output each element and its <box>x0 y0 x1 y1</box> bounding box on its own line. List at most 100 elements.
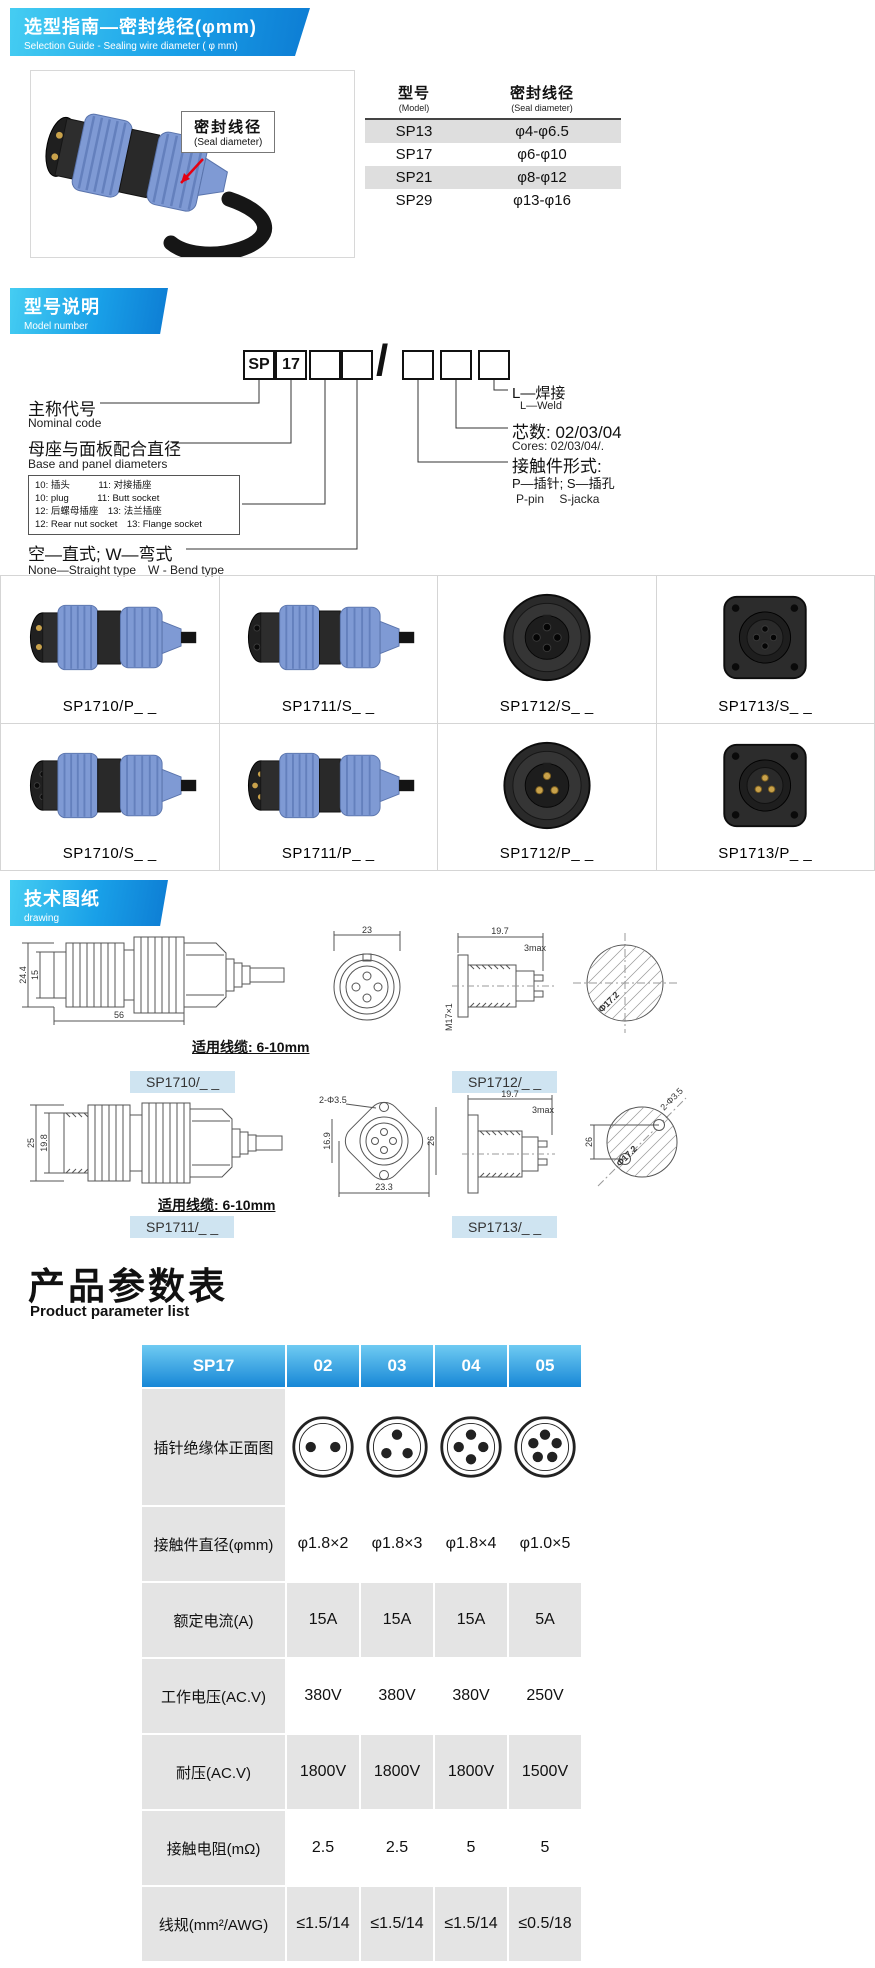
red-arrow-icon <box>180 158 204 184</box>
sp1711-drawing: 25 19.8 <box>26 1102 283 1184</box>
product-label: SP1712/S_ _ <box>499 697 594 715</box>
value-cell: 5 <box>507 1809 583 1887</box>
connector-product-image <box>29 752 196 818</box>
model-number-subtitle: Model number <box>24 321 88 332</box>
model-cell: SP29 <box>395 192 433 209</box>
model-number-title: 型号说明 <box>24 297 100 317</box>
row-label: 接触电阻(mΩ) <box>140 1809 287 1887</box>
row-label: 额定电流(A) <box>140 1581 287 1659</box>
housing-type-options: 10: 插头 11: 对接插座 10: plug 11: Butt socket… <box>28 475 240 535</box>
product-cell: SP1713/S_ _ <box>656 576 875 724</box>
model-cell: SP21 <box>395 169 433 186</box>
dim-3max: 3max <box>524 943 547 953</box>
contact-type-values-en: P-pin S-jacka <box>516 492 600 506</box>
value-cell: 380V <box>433 1657 509 1735</box>
product-cell: SP1712/P_ _ <box>438 723 657 871</box>
connector-product-image <box>248 604 415 671</box>
header-03: 03 <box>359 1343 435 1389</box>
value-cell: 15A <box>359 1581 435 1659</box>
seal-label-cn: 密封线径 <box>194 119 263 136</box>
parameter-row: 接触件直径(φmm) φ1.8×2 φ1.8×3 φ1.8×4 φ1.0×5 <box>140 1505 583 1583</box>
table-row: SP21 φ8-φ12 <box>365 166 621 189</box>
model-number-banner: 型号说明 Model number <box>10 288 168 334</box>
technical-drawings: 24.4 15 56 适用线缆: 6-10mm SP1710/_ _ 23 <box>0 925 875 1260</box>
pin-diagram <box>435 1414 507 1480</box>
code-box-4 <box>341 350 373 380</box>
option-line: 12: Rear nut socket 13: Flange socket <box>35 519 202 530</box>
header-series: SP17 <box>140 1343 287 1389</box>
connector-product-image <box>503 741 591 829</box>
selection-guide-title: 选型指南—密封线径(φmm) <box>24 17 257 37</box>
diagram-connector-lines <box>100 380 508 550</box>
base-diameter-label-cn: 母座与面板配合直径 <box>28 440 181 459</box>
code-box-17: 17 <box>275 350 307 380</box>
value-cell: 1800V <box>359 1733 435 1811</box>
pin-diagram-cell <box>359 1387 435 1507</box>
pin-diagram-cell <box>285 1387 361 1507</box>
sp1713-drawing: 19.7 3max <box>462 1089 555 1194</box>
diameter-cell: φ8-φ12 <box>517 169 567 186</box>
parameter-heading-en: Product parameter list <box>30 1303 190 1320</box>
sp1712-drawing-label: SP1712/_ _ <box>452 1071 558 1093</box>
connector-product-image <box>29 604 196 671</box>
seal-col-diameter-cn: 密封线径 <box>510 85 575 102</box>
seal-col-model: 型号 (Model) <box>365 80 464 120</box>
cores-label-en: Cores: 02/03/04/. <box>512 439 605 453</box>
connector-product-image <box>248 752 415 818</box>
dim-23-3: 23.3 <box>375 1182 393 1192</box>
base-diameter-label-en: Base and panel diameters <box>28 457 168 471</box>
selection-guide-subtitle: Selection Guide - Sealing wire diameter … <box>24 41 238 52</box>
value-cell: 5 <box>433 1809 509 1887</box>
value-cell: ≤1.5/14 <box>433 1885 509 1963</box>
sp1710-drawing-label: SP1710/_ _ <box>130 1071 236 1093</box>
product-label: SP1711/S_ _ <box>281 697 375 715</box>
pin-diagram-row: 插针绝缘体正面图 <box>140 1387 583 1507</box>
product-label: SP1712/P_ _ <box>499 845 594 862</box>
value-cell: ≤0.5/18 <box>507 1885 583 1963</box>
weld-label-en: L—Weld <box>520 400 562 412</box>
pin-diagram-cell <box>507 1387 583 1507</box>
product-label: SP1713/P_ _ <box>718 845 813 862</box>
value-cell: φ1.0×5 <box>507 1505 583 1583</box>
parameter-heading-cn: 产品参数表 <box>28 1266 228 1307</box>
nominal-code-label-cn: 主称代号 <box>28 400 96 419</box>
panel-cutout-flange-drawing: 26 2-Φ3.5 Φ17.2 <box>584 1086 687 1187</box>
value-cell: 380V <box>285 1657 361 1735</box>
dim-3max: 3max <box>532 1105 555 1115</box>
value-cell: 5A <box>507 1581 583 1659</box>
value-cell: 380V <box>359 1657 435 1735</box>
product-variants-grid: SP1710/P_ _ SP1711/S_ _ <box>0 575 875 871</box>
value-cell: 15A <box>433 1581 509 1659</box>
product-label: SP1713/S_ _ <box>718 697 813 715</box>
seal-table-header-row: 型号 (Model) 密封线径 (Seal diameter) <box>365 80 621 120</box>
sp1711-drawing-label: SP1711/_ _ <box>130 1216 235 1238</box>
value-cell: 15A <box>285 1581 361 1659</box>
sp1713-front-drawing: 23.3 16.9 26 2-Φ3.5 <box>319 1095 437 1197</box>
sp1713-drawing-label: SP1713/_ _ <box>452 1216 558 1238</box>
selection-guide-banner: 选型指南—密封线径(φmm) Selection Guide - Sealing… <box>10 8 310 56</box>
dim-56: 56 <box>114 1010 124 1020</box>
connector-product-image <box>723 595 807 680</box>
suffix-box-3 <box>478 350 510 380</box>
value-cell: 2.5 <box>359 1809 435 1887</box>
parameter-row: 额定电流(A) 15A 15A 15A 5A <box>140 1581 583 1659</box>
pin-diagram-cell <box>433 1387 509 1507</box>
drawings-banner: 技术图纸 drawing <box>10 880 168 926</box>
nominal-code-label-en: Nominal code <box>28 416 102 430</box>
seal-col-diameter: 密封线径 (Seal diameter) <box>463 80 621 120</box>
drawings-subtitle: drawing <box>24 913 60 924</box>
value-cell: 1500V <box>507 1733 583 1811</box>
contact-type-label-cn: 接触件形式: <box>512 457 602 476</box>
row-label: 插针绝缘体正面图 <box>140 1387 287 1507</box>
dim-25: 25 <box>26 1138 36 1148</box>
dim-19-7: 19.7 <box>501 1089 519 1099</box>
value-cell: 1800V <box>433 1733 509 1811</box>
header-02: 02 <box>285 1343 361 1389</box>
header-05: 05 <box>507 1343 583 1389</box>
front-view-drawing: 23 <box>333 925 401 1021</box>
value-cell: φ1.8×4 <box>433 1505 509 1583</box>
